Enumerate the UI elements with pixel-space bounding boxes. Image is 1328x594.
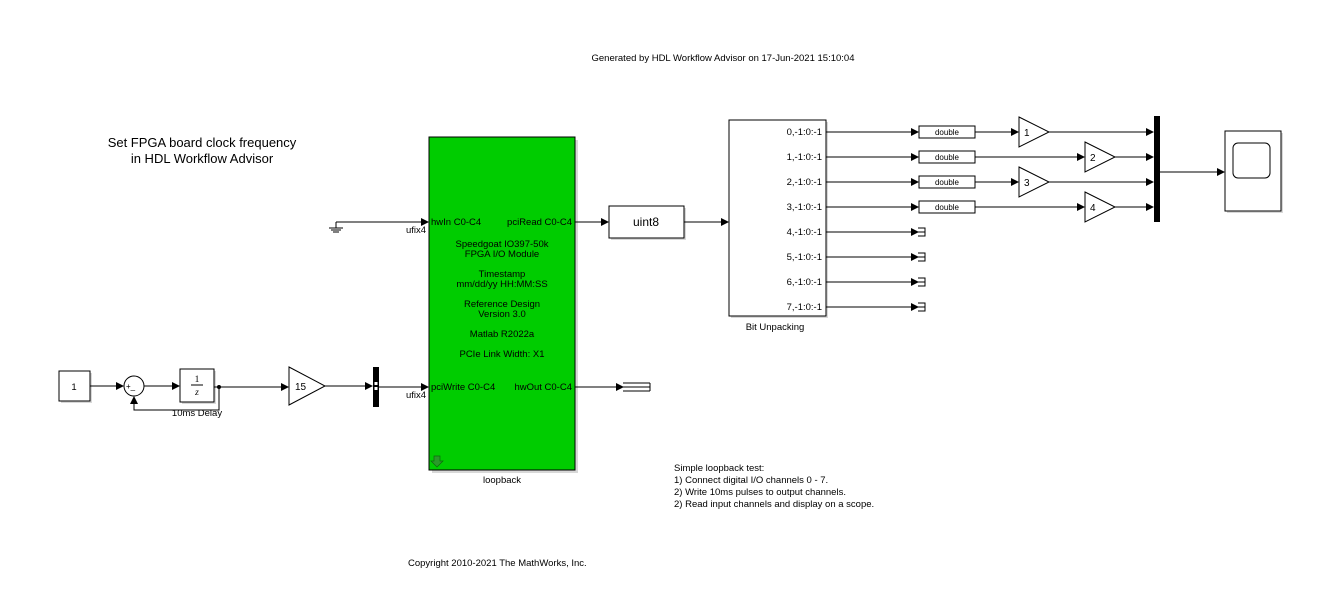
scope-icon xyxy=(1232,142,1271,179)
port-pciread: pciRead C0-C4 xyxy=(507,217,572,228)
scope-block[interactable] xyxy=(1224,130,1283,213)
gain-label: 4 xyxy=(1090,203,1096,214)
gain-15-block[interactable]: 15 xyxy=(288,366,327,406)
unpack-port: 4,-1:0:-1 xyxy=(787,227,822,238)
terminator-icon[interactable] xyxy=(918,302,926,312)
loopback-text: Matlab R2022a xyxy=(470,329,535,340)
gain-15-label: 15 xyxy=(295,382,307,393)
gain-block[interactable] xyxy=(1084,191,1117,223)
annotation-line1: Set FPGA board clock frequency xyxy=(108,135,297,150)
note-line: Simple loopback test: xyxy=(674,463,764,474)
ufix4-label-1: ufix4 xyxy=(406,225,426,236)
loopback-text: Version 3.0 xyxy=(478,309,526,320)
sum-block[interactable]: +_ xyxy=(123,375,145,397)
delay-numerator: 1 xyxy=(195,375,200,385)
note-line: 2) Read input channels and display on a … xyxy=(674,499,874,510)
loopback-label: loopback xyxy=(483,475,521,486)
loopback-text: mm/dd/yy HH:MM:SS xyxy=(456,279,547,290)
mux-block[interactable] xyxy=(1154,116,1160,222)
unit-delay-block[interactable]: 1 z xyxy=(179,368,216,404)
loopback-text: Reference Design xyxy=(464,299,540,310)
note-line: 1) Connect digital I/O channels 0 - 7. xyxy=(674,475,828,486)
loopback-text: PCIe Link Width: X1 xyxy=(459,349,544,360)
terminator-icon[interactable] xyxy=(918,277,926,287)
row-3: double 4 xyxy=(826,191,1154,223)
double-label: double xyxy=(935,203,960,212)
double-label: double xyxy=(935,178,960,187)
gain-label: 1 xyxy=(1024,128,1030,139)
gain-label: 2 xyxy=(1090,153,1096,164)
unpack-port: 6,-1:0:-1 xyxy=(787,277,822,288)
down-arrow-icon xyxy=(430,455,444,468)
double-label: double xyxy=(935,153,960,162)
row-1: double 2 xyxy=(826,141,1154,173)
delay-label: 10ms Delay xyxy=(172,408,222,419)
terminators xyxy=(826,227,926,312)
port-hwout: hwOut C0-C4 xyxy=(514,382,572,393)
loopback-text: Timestamp xyxy=(479,269,526,280)
note-line: 2) Write 10ms pulses to output channels. xyxy=(674,487,846,498)
unpack-port: 7,-1:0:-1 xyxy=(787,302,822,313)
constant-value: 1 xyxy=(71,382,76,393)
bit-unpacking-block[interactable]: 0,-1:0:-1 1,-1:0:-1 2,-1:0:-1 3,-1:0:-1 … xyxy=(728,119,828,318)
constant-block[interactable]: 1 xyxy=(58,370,92,403)
bit-unpacking-label: Bit Unpacking xyxy=(746,322,805,333)
unpack-port: 5,-1:0:-1 xyxy=(787,252,822,263)
terminator-icon[interactable] xyxy=(918,227,926,237)
ground-icon[interactable] xyxy=(329,222,343,233)
loopback-block[interactable]: hwIn C0-C4 pciRead C0-C4 pciWrite C0-C4 … xyxy=(428,136,578,473)
unpack-port: 3,-1:0:-1 xyxy=(787,202,822,213)
uint8-label: uint8 xyxy=(633,215,659,229)
generated-header: Generated by HDL Workflow Advisor on 17-… xyxy=(592,53,855,64)
gain-block[interactable] xyxy=(1018,166,1051,198)
unpack-port: 1,-1:0:-1 xyxy=(787,152,822,163)
delay-denominator: z xyxy=(194,388,199,398)
uint8-convert-block[interactable]: uint8 xyxy=(608,205,686,240)
port-hwin: hwIn C0-C4 xyxy=(431,217,481,228)
ufix4-label-2: ufix4 xyxy=(406,390,426,401)
annotation-line2: in HDL Workflow Advisor xyxy=(131,151,274,166)
mux-in-block[interactable] xyxy=(373,367,379,407)
copyright: Copyright 2010-2021 The MathWorks, Inc. xyxy=(408,558,587,569)
port-pciwrite: pciWrite C0-C4 xyxy=(431,382,495,393)
double-label: double xyxy=(935,128,960,137)
gain-label: 3 xyxy=(1024,178,1030,189)
gain-block[interactable] xyxy=(1018,116,1051,148)
loopback-text: FPGA I/O Module xyxy=(465,249,539,260)
loopback-text: Speedgoat IO397-50k xyxy=(456,239,549,250)
terminator-icon[interactable] xyxy=(623,382,651,392)
unpack-port: 0,-1:0:-1 xyxy=(787,127,822,138)
row-0: double 1 xyxy=(826,116,1154,148)
unpack-port: 2,-1:0:-1 xyxy=(787,177,822,188)
terminator-icon[interactable] xyxy=(918,252,926,262)
sum-signs: +_ xyxy=(126,382,136,391)
feedback-signal[interactable] xyxy=(130,387,220,411)
gain-block[interactable] xyxy=(1084,141,1117,173)
row-2: double 3 xyxy=(826,166,1154,198)
